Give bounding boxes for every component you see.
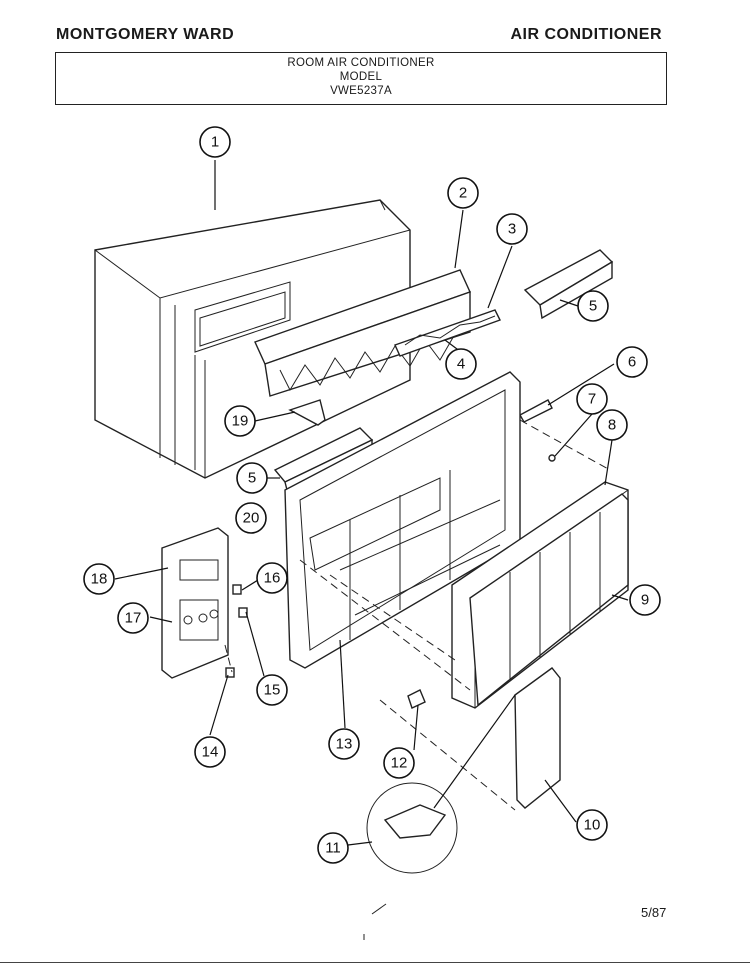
svg-text:1: 1 — [211, 134, 219, 151]
revision-date: 5/87 — [641, 905, 667, 920]
svg-text:3: 3 — [508, 221, 516, 238]
callout-5-upper: 5 — [577, 290, 609, 322]
callout-6: 6 — [616, 346, 648, 378]
callout-9: 9 — [629, 584, 661, 616]
title-line-model-label: MODEL — [339, 71, 383, 83]
callout-11: 11 — [317, 832, 349, 864]
svg-text:5: 5 — [248, 470, 256, 487]
svg-text:4: 4 — [457, 356, 465, 373]
brand-name: MONTGOMERY WARD — [56, 26, 235, 43]
linkage-bar-part — [394, 309, 501, 357]
callout-8: 8 — [596, 409, 628, 441]
air-deflector-upper-part — [523, 249, 614, 320]
access-door-part — [514, 667, 561, 809]
callout-18: 18 — [83, 563, 115, 595]
callout-3: 3 — [496, 213, 528, 245]
svg-text:17: 17 — [125, 610, 142, 627]
callout-19: 19 — [224, 405, 256, 437]
callout-16: 16 — [256, 562, 288, 594]
cabinet-part — [94, 199, 411, 479]
grille-part — [469, 493, 629, 707]
svg-text:11: 11 — [325, 840, 341, 857]
svg-text:8: 8 — [608, 417, 616, 434]
knob-part — [225, 667, 235, 678]
svg-text:18: 18 — [91, 571, 108, 588]
title-box: ROOM AIR CONDITIONER MODEL VWE5237A — [55, 52, 667, 105]
svg-text:6: 6 — [628, 354, 636, 371]
bottom-rule — [0, 962, 750, 963]
clip-part — [407, 689, 426, 709]
callout-2: 2 — [447, 177, 479, 209]
knob-part — [232, 584, 242, 595]
svg-text:10: 10 — [584, 817, 601, 834]
svg-text:12: 12 — [391, 755, 408, 772]
callout-15: 15 — [256, 674, 288, 706]
svg-text:14: 14 — [202, 744, 219, 761]
callout-17: 17 — [117, 602, 149, 634]
callout-4: 4 — [445, 348, 477, 380]
svg-text:20: 20 — [243, 510, 260, 527]
title-line-model-number: VWE5237A — [330, 85, 392, 97]
callout-20: 20 — [235, 502, 267, 534]
callout-14: 14 — [194, 736, 226, 768]
detail-inset — [366, 782, 458, 874]
svg-text:9: 9 — [641, 592, 649, 609]
callout-7: 7 — [576, 383, 608, 415]
louver-assembly-part — [254, 269, 471, 397]
category-title: AIR CONDITIONER — [510, 26, 662, 43]
callout-10: 10 — [576, 809, 608, 841]
control-panel-part — [161, 527, 229, 679]
pivot-rod-part — [288, 399, 326, 426]
svg-text:5: 5 — [589, 298, 597, 315]
callout-12: 12 — [383, 747, 415, 779]
svg-text:2: 2 — [459, 185, 467, 202]
knob-part — [238, 607, 248, 618]
svg-text:15: 15 — [264, 682, 281, 699]
svg-text:7: 7 — [588, 391, 596, 408]
title-line-product: ROOM AIR CONDITIONER — [287, 57, 435, 69]
svg-text:16: 16 — [264, 570, 281, 587]
callout-5-lower: 5 — [236, 462, 268, 494]
svg-text:13: 13 — [336, 736, 353, 753]
svg-text:19: 19 — [232, 413, 249, 430]
screw-part — [548, 454, 556, 462]
callout-1: 1 — [199, 126, 231, 158]
bracket-part — [519, 399, 553, 423]
callout-13: 13 — [328, 728, 360, 760]
